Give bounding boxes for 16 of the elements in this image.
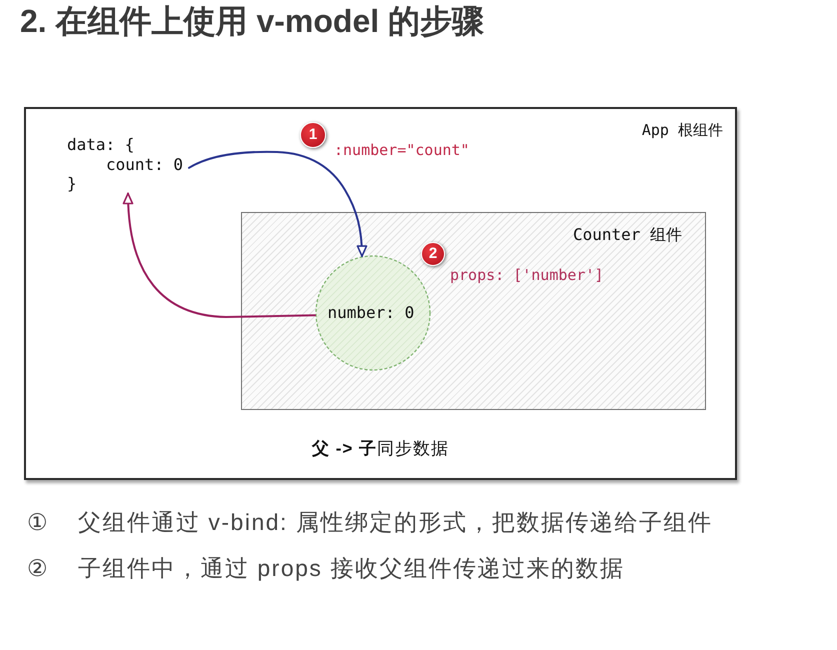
list-item: 子组件中，通过 props 接收父组件传递过来的数据 [78, 554, 624, 582]
list-marker: ② [27, 554, 48, 582]
component-label: Counter 组件 [572, 225, 682, 245]
code-snippet: data: { count: 0 } [67, 135, 189, 194]
caption: 父 -> 子同步数据 [312, 438, 450, 460]
component-frame [24, 107, 737, 480]
list-marker: ① [27, 508, 48, 536]
title: 2. 在组件上使用 v-model 的步骤 [20, 2, 484, 40]
list-item: 父组件通过 v-bind: 属性绑定的形式，把数据传递给子组件 [78, 508, 712, 536]
callout-number: 1 [300, 122, 326, 148]
arrow [188, 150, 368, 258]
code-text: props: ['number'] [450, 266, 604, 284]
component-box [241, 212, 706, 410]
component-label: App 根组件 [642, 120, 723, 140]
code-text: number: 0 [328, 303, 414, 322]
arrow [123, 192, 316, 318]
